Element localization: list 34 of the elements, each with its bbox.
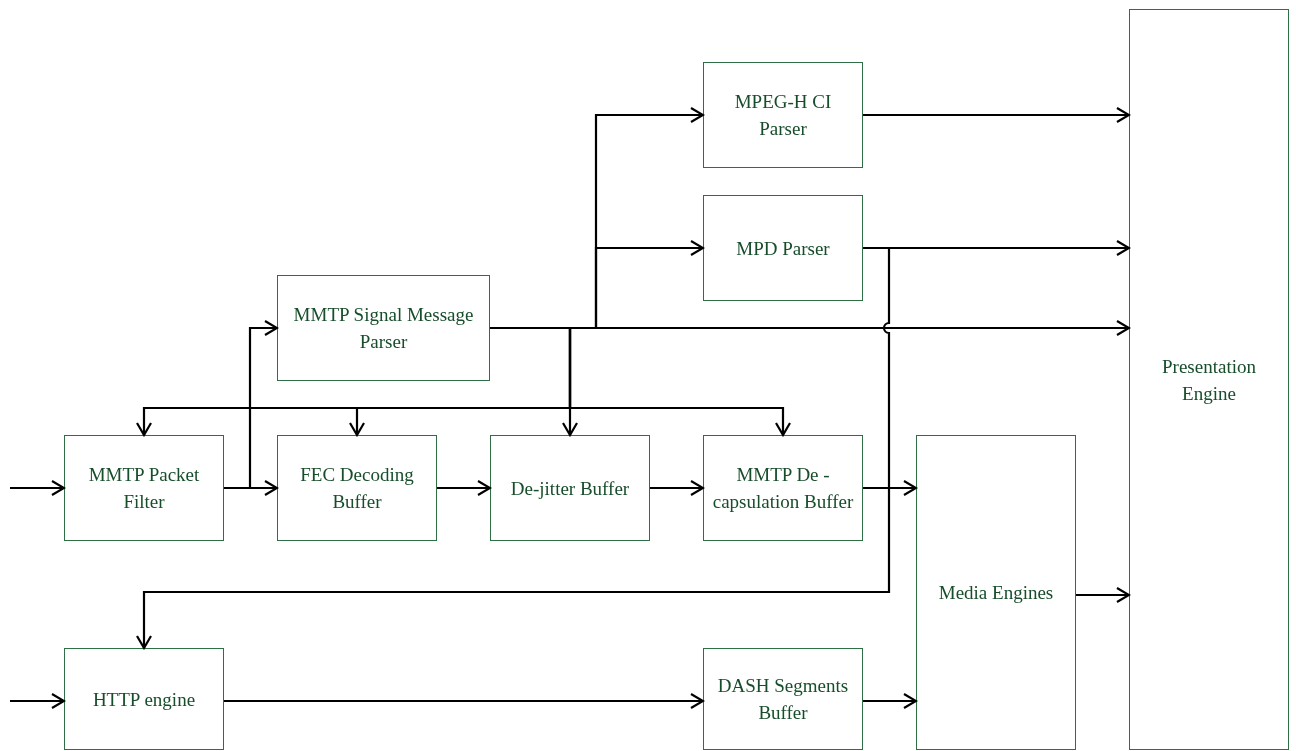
arrow bbox=[1076, 586, 1131, 604]
arrow bbox=[224, 692, 705, 710]
box-label: Media Engines bbox=[938, 581, 1054, 605]
box-label: MPD Parser bbox=[736, 236, 830, 261]
arrow bbox=[650, 479, 705, 497]
box-label: MPEG-H CI Parser bbox=[733, 90, 833, 141]
arrow bbox=[490, 326, 792, 437]
box-label: De-jitter Buffer bbox=[510, 476, 630, 501]
process-box bbox=[1129, 9, 1289, 750]
arrow bbox=[437, 479, 492, 497]
box-label: DASH Segments Buffer bbox=[716, 674, 850, 725]
arrow bbox=[863, 479, 918, 497]
arrow bbox=[863, 692, 918, 710]
arrow bbox=[10, 479, 66, 497]
box-label: MMTP Packet Filter bbox=[87, 463, 201, 514]
process-box bbox=[703, 62, 863, 168]
box-label: MMTP Signal Message Parser bbox=[292, 303, 475, 354]
process-box bbox=[703, 195, 863, 301]
arrow bbox=[135, 246, 891, 650]
process-box bbox=[490, 435, 650, 541]
process-box bbox=[703, 648, 863, 750]
process-box bbox=[64, 435, 224, 541]
process-box bbox=[703, 435, 863, 541]
box-label: Presentation Engine bbox=[1161, 354, 1257, 406]
process-box bbox=[277, 435, 437, 541]
box-label: MMTP De - capsulation Buffer bbox=[712, 463, 854, 514]
arrow bbox=[10, 692, 66, 710]
box-label: HTTP engine bbox=[92, 687, 196, 712]
process-box bbox=[64, 648, 224, 750]
arrow bbox=[224, 319, 279, 490]
box-label: FEC Decoding Buffer bbox=[299, 463, 415, 514]
process-box bbox=[277, 275, 490, 381]
process-box bbox=[916, 435, 1076, 750]
arrow bbox=[863, 106, 1131, 124]
